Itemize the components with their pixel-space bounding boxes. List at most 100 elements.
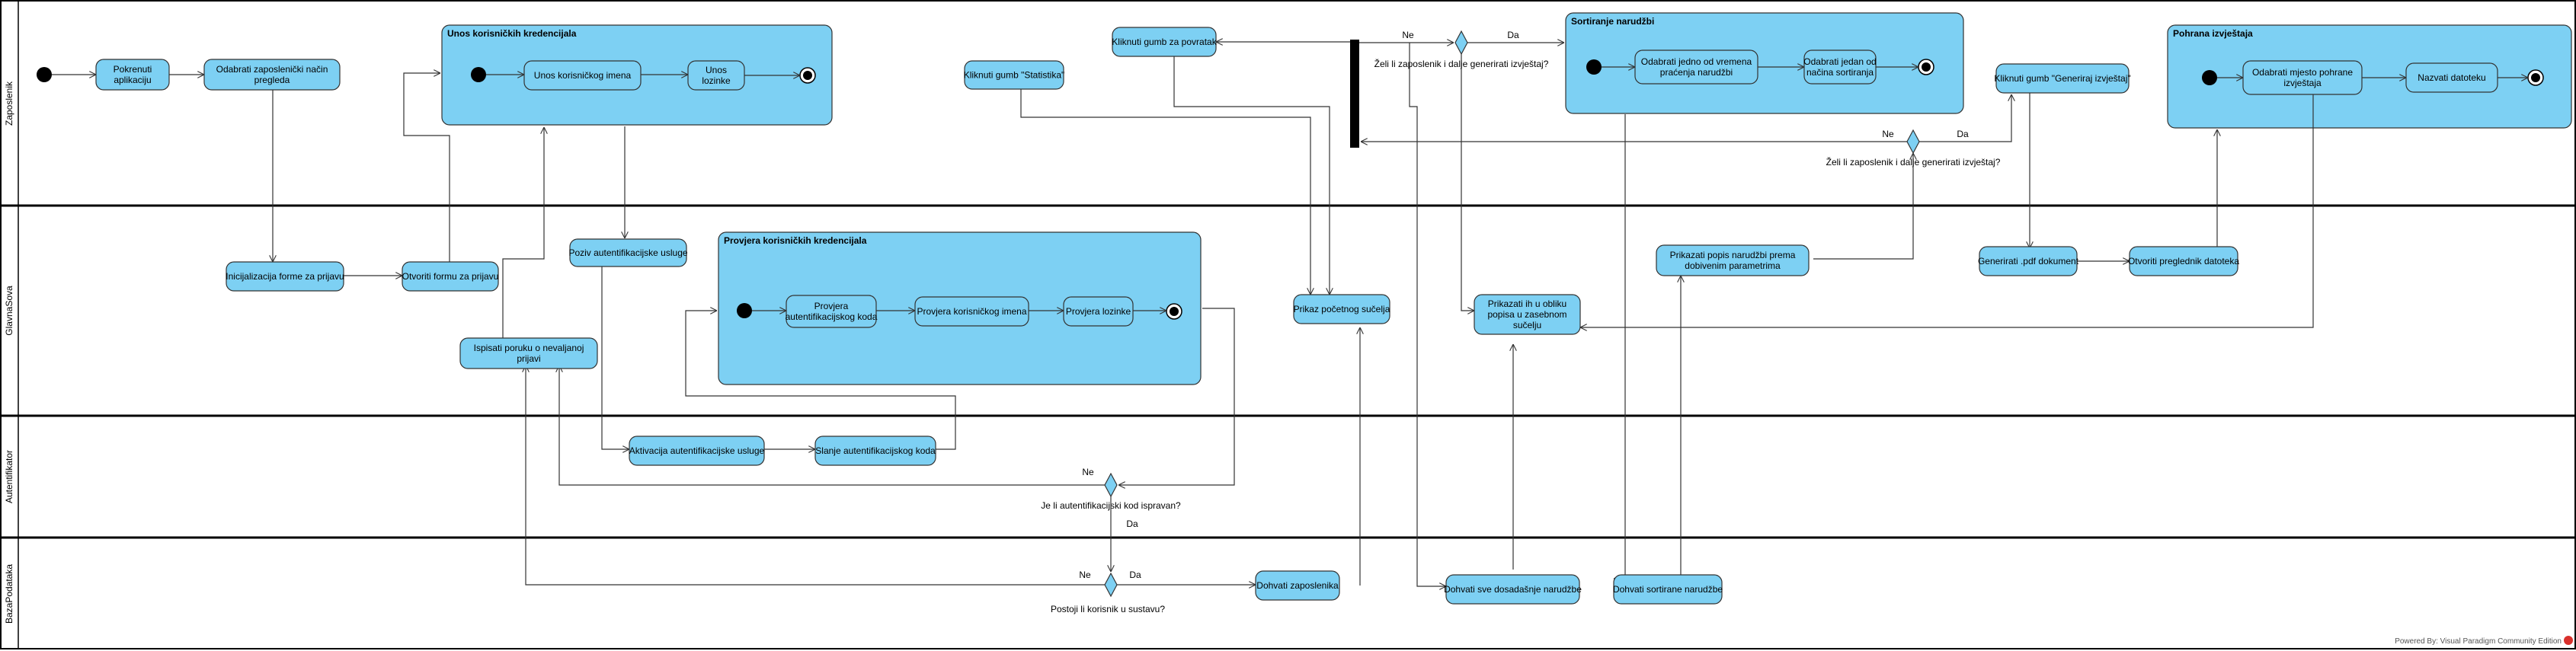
flow	[1813, 153, 1913, 260]
activity-label: Prikazati popis narudžbi prema	[1670, 250, 1796, 260]
activity-poziv-auth[interactable]: Poziv autentifikacijske usluge	[568, 238, 688, 267]
flow	[559, 365, 1105, 486]
activity-prikazati-popis[interactable]: Prikazati popis narudžbi premadobivenim …	[1656, 244, 1810, 276]
guard-auth-ne: Ne	[1082, 467, 1094, 477]
flow	[685, 311, 956, 450]
subactivity-unos-title: Unos korisničkih kredencijala	[447, 28, 577, 39]
activity-label: Kliknuti gumb "Generiraj izvještaj"	[1994, 73, 2130, 84]
activity-label: Provjera korisničkog imena	[917, 306, 1026, 317]
guard-gen2-da: Da	[1957, 129, 1969, 139]
decision-auth-kod[interactable]	[1104, 472, 1118, 498]
activity-provjera-lozinke[interactable]: Provjera lozinke	[1063, 296, 1134, 327]
activity-label: aplikaciju	[114, 75, 151, 85]
activity-dohvati-sortirane[interactable]: Dohvati sortirane narudžbe	[1613, 574, 1723, 605]
subactivity-sortiranje[interactable]: Sortiranje narudžbi	[1565, 12, 1964, 114]
activity-label: Generirati .pdf dokument	[1978, 256, 2079, 266]
decision-korisnik-label: Postoji li korisnik u sustavu?	[1051, 604, 1165, 614]
flow	[526, 365, 1105, 586]
activity-label: Ispisati poruku o nevaljanoj	[474, 343, 584, 353]
activity-kliknuti-generiraj[interactable]: Kliknuti gumb "Generiraj izvještaj"	[1994, 63, 2131, 94]
activity-generirati-pdf[interactable]: Generirati .pdf dokument	[1978, 246, 2079, 276]
subactivity-pohrana[interactable]: Pohrana izvještaja	[2167, 24, 2572, 129]
activity-label: prijavi	[517, 353, 540, 364]
activity-aktivacija[interactable]: Aktivacija autentifikacijske usluge	[629, 436, 765, 466]
activity-inicijalizacija[interactable]: Inicijalizacija forme za prijavu	[226, 261, 344, 292]
activity-label: autentifikacijskog koda	[786, 311, 878, 322]
activity-label: Odabrati zaposlenički način	[216, 64, 328, 75]
flow	[1461, 54, 1474, 311]
decision-generirati-2[interactable]	[1906, 129, 1920, 155]
guard-korisnik-da: Da	[1129, 570, 1141, 580]
activity-label: Dohvati zaposlenika	[1256, 580, 1339, 591]
activity-slanje-koda[interactable]: Slanje autentifikacijskog koda	[814, 436, 936, 466]
decision-korisnik[interactable]	[1104, 572, 1118, 598]
activity-label: lozinke	[702, 75, 731, 86]
activity-label: Dohvati sve dosadašnje narudžbe	[1444, 584, 1582, 595]
watermark: Powered By: Visual Paradigm Community Ed…	[2395, 637, 2562, 646]
activity-label: Inicijalizacija forme za prijavu	[226, 271, 344, 282]
activity-otvoriti-preglednik[interactable]: Otvoriti preglednik datoteka	[2128, 246, 2239, 276]
activity-label: Odabrati jedno od vremena	[1641, 56, 1752, 67]
activity-label: Unos	[706, 65, 727, 75]
activity-kliknuti-povratak[interactable]: Kliknuti gumb za povratak	[1112, 27, 1218, 57]
activity-label: Aktivacija autentifikacijske usluge	[629, 445, 765, 456]
decision-generirati-1[interactable]	[1454, 30, 1468, 56]
initial-node-provjera	[737, 303, 752, 318]
activity-label: popisa u zasebnom	[1487, 309, 1566, 320]
activity-label: Otvoriti formu za prijavu	[402, 271, 499, 282]
guard-gen2-ne: Ne	[1882, 129, 1894, 139]
flow	[1919, 94, 2011, 142]
activity-dohvati-zaposlenika[interactable]: Dohvati zaposlenika	[1255, 570, 1340, 601]
guard-korisnik-ne: Ne	[1079, 570, 1091, 580]
activity-dohvati-sve[interactable]: Dohvati sve dosadašnje narudžbe	[1444, 574, 1582, 605]
activity-label: načina sortiranja	[1806, 67, 1874, 78]
activity-kliknuti-statistika[interactable]: Kliknuti gumb "Statistika"	[964, 60, 1065, 90]
flow	[1020, 89, 1310, 295]
activity-label: Nazvati datoteku	[2418, 72, 2485, 83]
subactivity-provjera-title: Provjera korisničkih kredencijala	[724, 235, 867, 246]
guard-gen1-da: Da	[1507, 30, 1519, 40]
activity-label: praćenja narudžbi	[1660, 67, 1733, 78]
activity-label: Unos korisničkog imena	[534, 70, 632, 81]
initial-node-main	[37, 67, 52, 82]
fork-bar	[1350, 40, 1359, 148]
activity-label: dobivenim parametrima	[1685, 260, 1781, 271]
activity-label: Provjera	[814, 301, 849, 311]
initial-node-pohrana	[2202, 70, 2217, 85]
activity-label: sučelju	[1513, 320, 1541, 330]
activity-label: Kliknuti gumb "Statistika"	[964, 70, 1065, 81]
activity-label: Dohvati sortirane narudžbe	[1613, 584, 1723, 595]
subactivity-pohrana-title: Pohrana izvještaja	[2173, 28, 2253, 39]
final-node-pohrana	[2527, 69, 2544, 86]
activity-label: Kliknuti gumb za povratak	[1112, 37, 1217, 47]
flow	[1614, 114, 1626, 579]
final-node-provjera	[1166, 303, 1182, 320]
activity-label: Prikazati ih u obliku	[1488, 298, 1566, 309]
lane-label-bazapodataka: BazaPodataka	[4, 564, 14, 624]
activity-nazvati[interactable]: Nazvati datoteku	[2405, 62, 2498, 93]
final-node-unos	[799, 67, 816, 84]
flow	[1173, 42, 1330, 295]
lane-label-glavnasova: GlavnaSova	[4, 286, 14, 336]
flow	[403, 73, 450, 263]
activity-unos-imena[interactable]: Unos korisničkog imena	[523, 60, 642, 91]
guard-gen1-ne: Ne	[1402, 30, 1414, 40]
activity-label: Otvoriti preglednik datoteka	[2128, 256, 2239, 266]
activity-otvoriti-formu[interactable]: Otvoriti formu za prijavu	[402, 261, 499, 292]
activity-provjera-imena[interactable]: Provjera korisničkog imena	[914, 296, 1029, 327]
activity-prikaz-sucelja[interactable]: Prikaz početnog sučelja	[1293, 294, 1390, 324]
flow	[1580, 94, 2314, 327]
initial-node-sortiranje	[1586, 59, 1602, 75]
